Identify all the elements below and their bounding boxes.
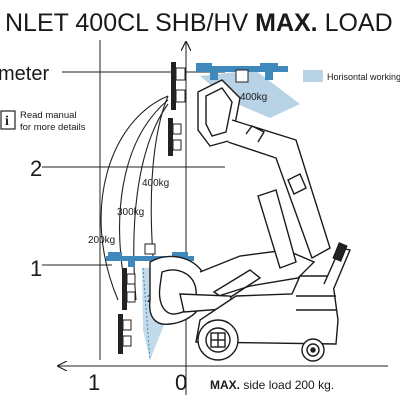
info-icon: [0, 110, 16, 130]
unit-label: meter: [0, 63, 49, 85]
working-zone-edge: [142, 267, 151, 361]
svg-text:i: i: [5, 114, 9, 129]
working-zone-upper: [200, 70, 300, 118]
vacuum-gripper-upper: [196, 63, 288, 83]
reach-grid: [42, 40, 388, 395]
reach-arc-200: [100, 95, 169, 301]
load-label-arc-300: 300kg: [117, 207, 144, 218]
x-label-1: 1: [88, 370, 100, 395]
lift-cylinder: [257, 189, 297, 269]
info-note: i Read manual for more details: [0, 110, 86, 133]
vacuum-gripper-lower: [106, 243, 194, 267]
load-label-top: 400kg: [240, 92, 267, 103]
diagram-title: NLET 400CL SHB/HV MAX. LOAD kg.: [5, 9, 400, 37]
legend-label: Horisontal working: [327, 72, 400, 82]
load-label-arc-400: 400kg: [142, 178, 169, 189]
info-note-line1: Read manual: [20, 110, 77, 121]
legend-swatch: [303, 70, 323, 82]
y-label-2: 2: [30, 156, 42, 181]
max-side-load-note: MAX. side load 200 kg.: [210, 378, 334, 392]
lower-head: [149, 255, 208, 325]
x-label-0: 0: [175, 370, 187, 395]
vacuum-gripper-lower-vertical: [118, 268, 136, 354]
y-label-1: 1: [30, 256, 42, 281]
main-boom: [227, 119, 331, 260]
vacuum-gripper-upper-vertical: [168, 62, 186, 156]
reach-arc-inner: [150, 95, 169, 281]
vacuum-lifter-machine: [149, 79, 351, 362]
load-label-arc-200: 200kg: [88, 235, 115, 246]
info-note-line2: for more details: [20, 122, 86, 133]
